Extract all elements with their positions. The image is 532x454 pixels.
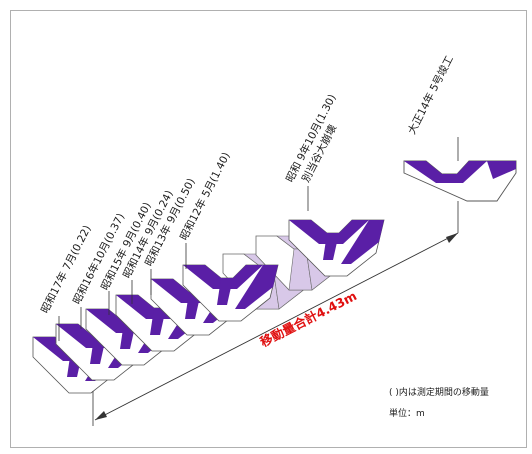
label-showa17: 昭和17年 7月(0.22) xyxy=(38,223,94,315)
label-taisho14: 大正14年 5号竣工 xyxy=(405,53,456,136)
displacement-diagram: 移動量合計4.43m 大正14年 5号竣工 昭和 9年10月(1.30) 別当谷… xyxy=(32,53,517,426)
channel-section-showa12 xyxy=(182,264,279,322)
channel-sections xyxy=(32,219,385,394)
leader-lines xyxy=(58,137,459,426)
note-parentheses: ( )内は測定期間の移動量 xyxy=(389,386,489,398)
diagram-frame: 移動量合計4.43m 大正14年 5号竣工 昭和 9年10月(1.30) 別当谷… xyxy=(10,10,527,448)
note-unit: 単位：m xyxy=(389,407,425,419)
channel-section-original xyxy=(403,160,517,202)
channel-section-showa9 xyxy=(288,219,385,277)
total-displacement-arrow xyxy=(94,232,459,421)
